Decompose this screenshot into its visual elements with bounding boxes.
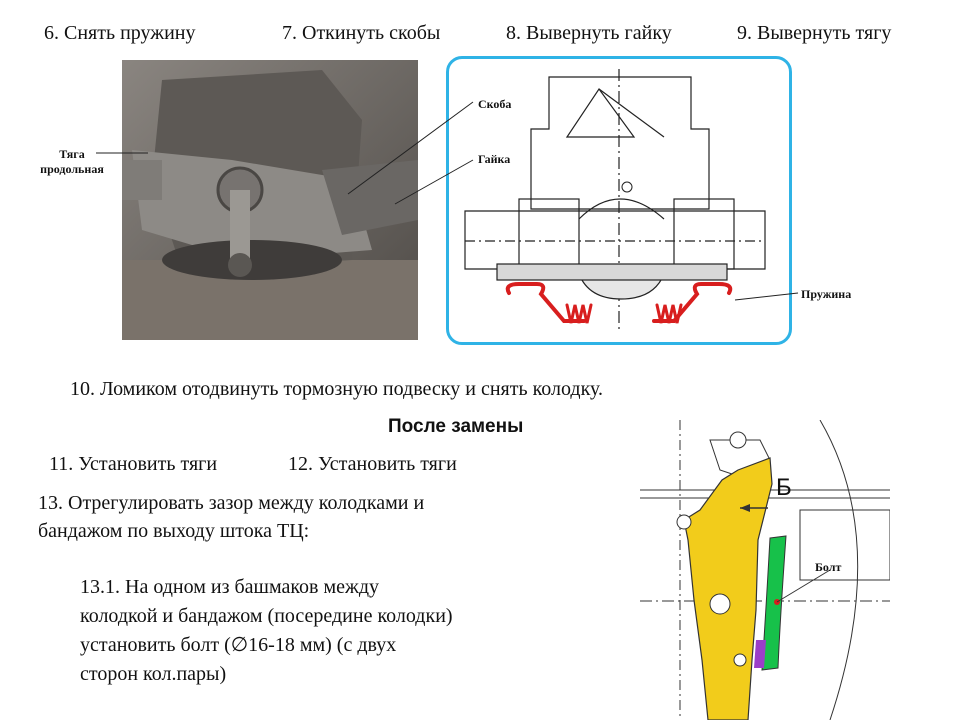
label-tyaga-line2: продольная (40, 162, 104, 176)
brake-shoe-yellow (683, 457, 773, 721)
step-12-text: 12. Установить тяги (288, 453, 457, 475)
label-b: Б (776, 474, 792, 501)
step-8-text: 8. Вывернуть гайку (506, 22, 672, 44)
step-6-text: 6. Снять пружину (44, 22, 196, 44)
step-9-text: 9. Вывернуть тягу (737, 22, 892, 44)
callout-line-gaika (394, 159, 474, 205)
brake-rod-photo-drawing (122, 60, 418, 340)
diameter-symbol: ∅ (230, 634, 249, 656)
step-13-line2: бандажом по выходу штока ТЦ: (38, 520, 310, 542)
step-13-text: 13. Отрегулировать зазор между колодками… (38, 489, 558, 545)
step-11-text: 11. Установить тяги (49, 453, 218, 475)
brake-rod-photo (122, 60, 418, 340)
brake-shoe-drawing (640, 419, 891, 721)
spring-scheme-frame (446, 56, 792, 345)
label-skoba: Скоба (478, 97, 512, 111)
step-13-1-line1: 13.1. На одном из башмаков между (80, 576, 380, 598)
step-13-1-text: 13.1. На одном из башмаков между колодко… (80, 573, 550, 689)
brake-shoe-diagram (640, 419, 891, 721)
spring-scheme-drawing (464, 69, 766, 331)
label-pruzhina: Пружина (801, 287, 852, 301)
shoe-insert-green (761, 535, 787, 671)
callout-line-skoba (347, 101, 474, 195)
step-13-1-line4: сторон кол.пары) (80, 663, 227, 685)
label-tyaga-prodolnaya: Тяга продольная (24, 147, 120, 177)
step-13-1-line3-suffix: 16-18 мм) (с двух (248, 634, 397, 656)
shoe-insert-purple (754, 640, 766, 668)
step-13-1-line3: установить болт (∅16-18 мм) (с двух (80, 631, 550, 660)
step-10-text: 10. Ломиком отодвинуть тормозную подвеск… (70, 378, 604, 400)
step-7-text: 7. Откинуть скобы (282, 22, 441, 44)
step-13-1-line3-prefix: установить болт ( (80, 634, 231, 656)
label-gaika: Гайка (478, 152, 511, 166)
step-13-1-line2: колодкой и бандажом (посередине колодки) (80, 605, 453, 627)
callout-line-pruzhina (734, 292, 799, 301)
step-13-line1: 13. Отрегулировать зазор между колодками… (38, 492, 425, 514)
after-replacement-title: После замены (388, 416, 524, 437)
label-bolt: Болт (815, 560, 842, 574)
label-tyaga-line1: Тяга (59, 147, 85, 161)
